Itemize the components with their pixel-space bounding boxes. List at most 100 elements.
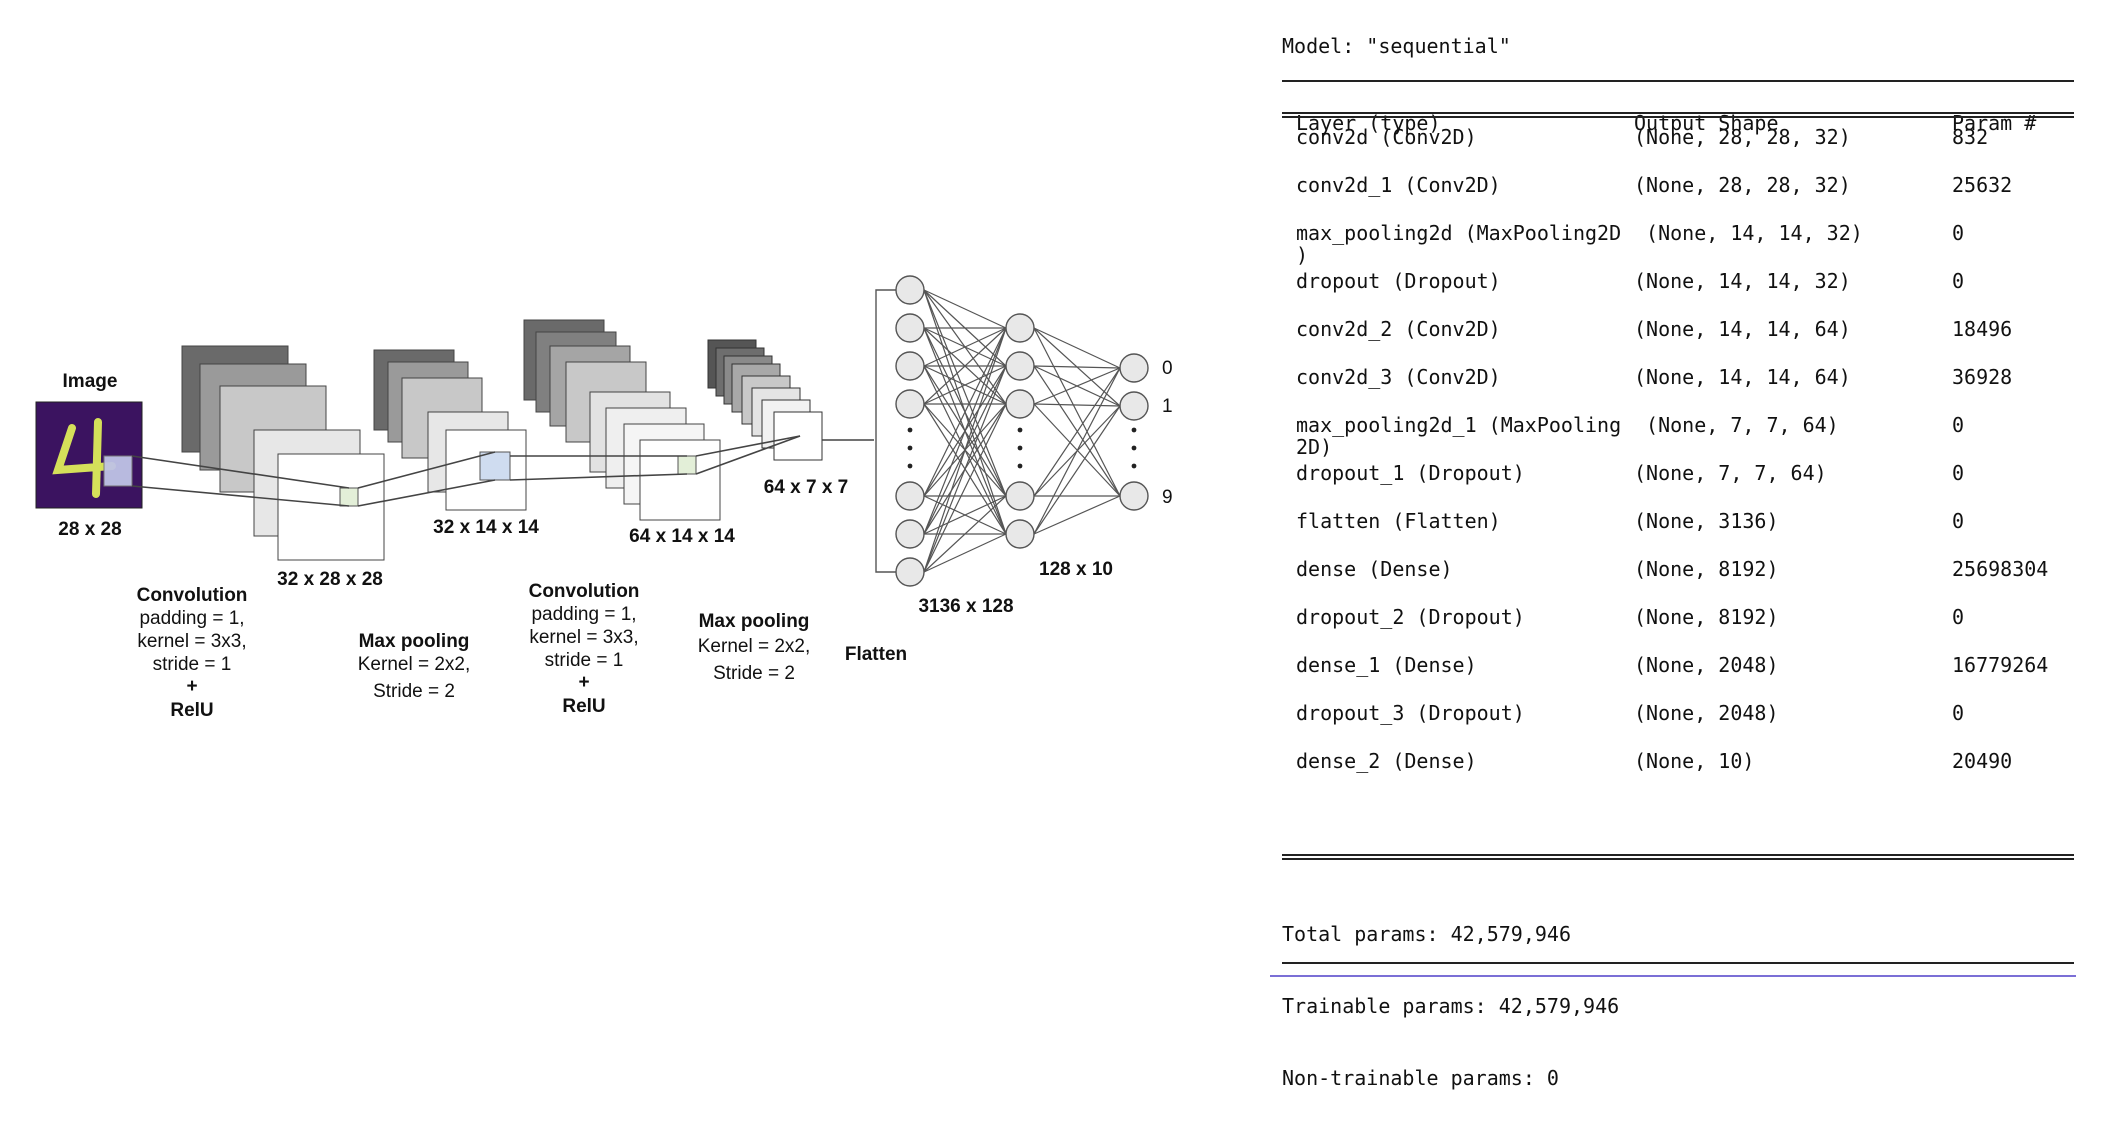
- summary-row: dense (Dense)(None, 8192)25698304: [1274, 558, 2074, 604]
- fc-edge: [923, 495, 1007, 535]
- dense-input-neuron: [895, 389, 925, 419]
- summary-footer-divider: [1282, 854, 2074, 860]
- fc-edge: [1033, 367, 1121, 497]
- summary-row: dropout_2 (Dropout)(None, 8192)0: [1274, 606, 2074, 652]
- dense-input-ellipsis-dot: [907, 427, 913, 433]
- row-layer: dense_1 (Dense): [1296, 653, 1477, 677]
- fc-edge: [923, 533, 1007, 573]
- projection-lines: [131, 435, 874, 507]
- row-output-shape: (None, 14, 14, 64): [1634, 365, 1851, 389]
- svg-text:padding = 1,: padding = 1,: [531, 604, 636, 625]
- image-label: Image: [63, 371, 118, 392]
- dense-input-neuron: [895, 351, 925, 381]
- dense-hidden-neuron: [1005, 519, 1035, 549]
- row-param-count: 0: [1952, 413, 1965, 437]
- fc-edge: [923, 289, 1007, 329]
- summary-row: dense_2 (Dense)(None, 10)20490: [1274, 750, 2074, 796]
- conv2-caption: Convolution padding = 1, kernel = 3x3, s…: [529, 581, 640, 717]
- row-param-count: 18496: [1952, 317, 2013, 341]
- summary-row: dense_1 (Dense)(None, 2048)16779264: [1274, 654, 2074, 700]
- row-layer: conv2d_3 (Conv2D): [1296, 365, 1501, 389]
- fc-connections: [875, 289, 1121, 573]
- pool1-window: [479, 451, 511, 481]
- dense-hidden-ellipsis-dot: [1017, 445, 1023, 451]
- summary-totals: Total params: 42,579,946 Trainable param…: [1282, 874, 1619, 1138]
- svg-text:padding = 1,: padding = 1,: [139, 608, 244, 629]
- pool1-feature-maps: [373, 349, 527, 511]
- row-output-shape: (None, 28, 28, 32): [1634, 173, 1851, 197]
- row-param-count: 0: [1952, 461, 1965, 485]
- row-output-shape: (None, 2048): [1634, 653, 1779, 677]
- svg-text:RelU: RelU: [562, 696, 605, 717]
- fc-edge: [923, 327, 1007, 535]
- fc-edge: [923, 327, 1007, 405]
- row-layer: dense (Dense): [1296, 557, 1453, 581]
- svg-text:Stride = 2: Stride = 2: [713, 663, 795, 684]
- row-layer: conv2d_1 (Conv2D): [1296, 173, 1501, 197]
- dense2-size-label: 128 x 10: [1039, 559, 1113, 580]
- fc-edge: [923, 327, 1007, 367]
- fc-edge: [923, 327, 1007, 573]
- pool1-size-label: 32 x 14 x 14: [433, 517, 539, 538]
- row-param-count: 0: [1952, 509, 1965, 533]
- fc-network: [895, 275, 1149, 587]
- conv2-kernel-output-cell: [677, 455, 697, 475]
- output-label-0: 0: [1162, 358, 1173, 379]
- total-params: Total params: 42,579,946: [1282, 922, 1571, 946]
- pool2-feature-maps: [707, 339, 823, 461]
- conv1-kernel-output-cell: [339, 487, 359, 507]
- dense-output-neuron: [1119, 353, 1149, 383]
- fc-edge: [923, 403, 1007, 573]
- dense-input-neuron: [895, 519, 925, 549]
- summary-row: conv2d_3 (Conv2D) (None, 14, 14, 64) 36928: [1274, 366, 2074, 412]
- row-output-shape: (None, 3136): [1634, 509, 1779, 533]
- row-output-shape: (None, 14, 14, 32): [1634, 269, 1851, 293]
- summary-row: dropout (Dropout)(None, 14, 14, 32)0: [1274, 270, 2074, 316]
- conv1-caption: Convolution padding = 1, kernel = 3x3, s…: [137, 585, 248, 721]
- trainable-params: Trainable params: 42,579,946: [1282, 994, 1620, 1018]
- row-layer: conv2d_2 (Conv2D): [1296, 317, 1501, 341]
- non-trainable-params: Non-trainable params: 0: [1282, 1066, 1559, 1090]
- dense-input-ellipsis-dot: [907, 463, 913, 469]
- svg-text:Convolution: Convolution: [137, 585, 248, 606]
- summary-top-rule: [1282, 80, 2074, 82]
- summary-row: max_pooling2d (MaxPooling2D ) (None, 14,…: [1274, 222, 2074, 268]
- dense-output-ellipsis-dot: [1131, 427, 1137, 433]
- dense-hidden-neuron: [1005, 313, 1035, 343]
- svg-text:stride = 1: stride = 1: [153, 654, 232, 675]
- conv2-feature-maps: [523, 319, 721, 521]
- output-label-9: 9: [1162, 487, 1173, 508]
- fc-edge: [923, 365, 1007, 573]
- row-param-count: 0: [1952, 701, 1965, 725]
- pool2-caption: Max pooling Kernel = 2x2, Stride = 2: [698, 611, 811, 684]
- row-layer: flatten (Flatten): [1296, 509, 1501, 533]
- row-output-shape: (None, 28, 28, 32): [1634, 125, 1851, 149]
- svg-text:Stride = 2: Stride = 2: [373, 681, 455, 702]
- summary-header-divider: [1282, 112, 2074, 118]
- row-param-count: 20490: [1952, 749, 2013, 773]
- selection-underline: [1270, 975, 2076, 977]
- fc-edge: [1033, 365, 1121, 369]
- row-layer: max_pooling2d_1 (MaxPooling 2D): [1296, 413, 1622, 459]
- dense-input-neuron: [895, 313, 925, 343]
- dense-output-ellipsis-dot: [1131, 445, 1137, 451]
- flatten-bracket: [875, 289, 896, 573]
- row-param-count: 0: [1952, 221, 1965, 245]
- dense-output-neuron: [1119, 481, 1149, 511]
- dense-hidden-neuron: [1005, 481, 1035, 511]
- dense-input-neuron: [895, 481, 925, 511]
- dense-output-neuron: [1119, 391, 1149, 421]
- fc-edge: [923, 289, 1007, 497]
- summary-row: conv2d_2 (Conv2D)(None, 14, 14, 64)18496: [1274, 318, 2074, 364]
- row-output-shape: (None, 8192): [1634, 605, 1779, 629]
- dense-input-neuron: [895, 275, 925, 305]
- summary-row: flatten (Flatten) (None, 3136) 0: [1274, 510, 2074, 556]
- summary-row: max_pooling2d_1 (MaxPooling 2D) (None, 7…: [1274, 414, 2074, 460]
- fc-edge: [1033, 495, 1121, 535]
- row-output-shape: (None, 14, 14, 32): [1634, 221, 1863, 245]
- row-param-count: 36928: [1952, 365, 2013, 389]
- row-output-shape: (None, 2048): [1634, 701, 1779, 725]
- summary-row: conv2d (Conv2D)(None, 28, 28, 32)832: [1274, 126, 2074, 172]
- svg-text:kernel = 3x3,: kernel = 3x3,: [529, 627, 638, 648]
- conv1-feature-maps: [181, 345, 385, 561]
